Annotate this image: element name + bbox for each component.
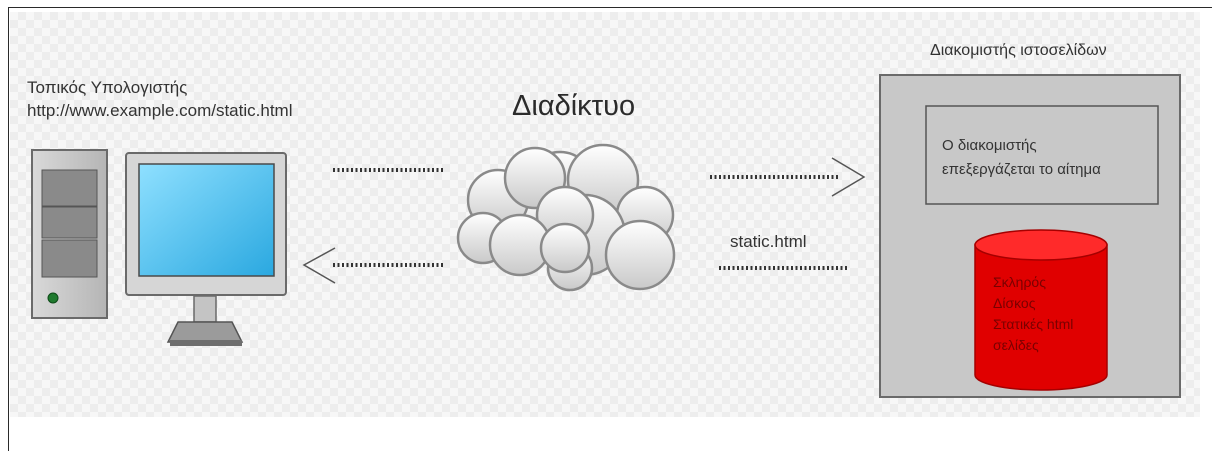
response-arrow-left [302, 247, 445, 284]
cloud-icon [456, 143, 676, 292]
disk-line-4: σελίδες [993, 337, 1039, 353]
disk-line-2: Δίσκος [993, 295, 1036, 311]
processing-box [925, 105, 1159, 205]
disk-line-1: Σκληρός [993, 274, 1046, 290]
monitor-icon [125, 152, 287, 346]
internet-label: Διαδίκτυο [512, 90, 636, 122]
processing-line-2: επεξεργάζεται το αίτημα [942, 161, 1101, 178]
web-server-title: Διακομιστής ιστοσελίδων [930, 42, 1107, 59]
request-arrow-right [710, 157, 866, 197]
hard-disk-text: Σκληρός Δίσκος Στατικές html σελίδες [993, 272, 1113, 356]
disk-line-3: Στατικές html [993, 316, 1074, 332]
processing-text: Ο διακομιστής επεξεργάζεται το αίτημα [942, 134, 1162, 182]
processing-line-1: Ο διακομιστής [942, 137, 1037, 154]
figure-frame [8, 7, 1212, 451]
local-computer-title: Τοπικός Υπολογιστής [27, 78, 188, 97]
computer-tower-icon [31, 149, 108, 319]
local-computer-url: http://www.example.com/static.html [27, 101, 293, 120]
response-file-label: static.html [730, 232, 807, 251]
database-cylinder-icon [974, 229, 1108, 391]
